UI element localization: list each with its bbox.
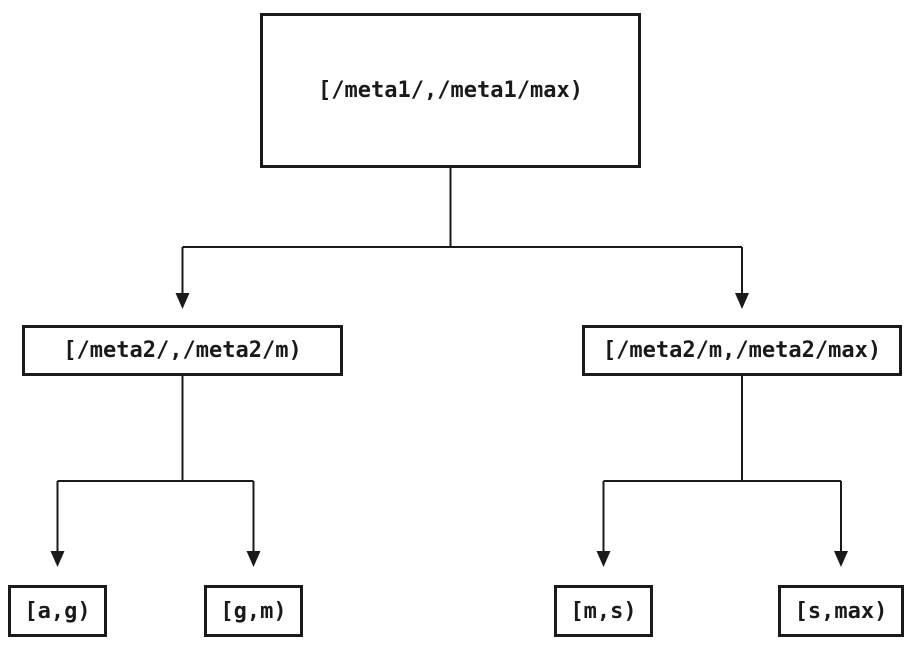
node-leaf-range-ms: [m,s) [554, 585, 653, 637]
node-root-range: [/meta1/,/meta1/max) [260, 13, 641, 168]
node-label: [s,max) [794, 598, 888, 624]
node-meta2-upper-range: [/meta2/m,/meta2/max) [582, 325, 902, 376]
edge-root-to-level2 [181, 168, 743, 294]
node-label: [a,g) [24, 598, 91, 624]
arrowhead-down-icon [246, 551, 261, 567]
arrowhead-down-icon [834, 551, 848, 567]
arrowhead-down-icon [175, 293, 190, 309]
node-leaf-range-smax: [s,max) [778, 585, 904, 637]
edge-left-to-leaves [56, 376, 255, 552]
node-meta2-lower-range: [/meta2/,/meta2/m) [22, 325, 343, 376]
node-label: [/meta2/m,/meta2/max) [602, 338, 882, 363]
arrowhead-down-icon [50, 551, 65, 567]
node-label: [m,s) [570, 598, 637, 624]
arrowhead-down-icon [735, 293, 749, 309]
edge-right-to-leaves [602, 376, 842, 552]
node-label: [g,m) [220, 598, 287, 624]
arrowhead-down-icon [596, 551, 611, 567]
node-leaf-range-gm: [g,m) [204, 585, 303, 637]
node-leaf-range-ag: [a,g) [8, 585, 107, 637]
node-label: [/meta1/,/meta1/max) [318, 78, 583, 103]
node-label: [/meta2/,/meta2/m) [63, 338, 302, 363]
